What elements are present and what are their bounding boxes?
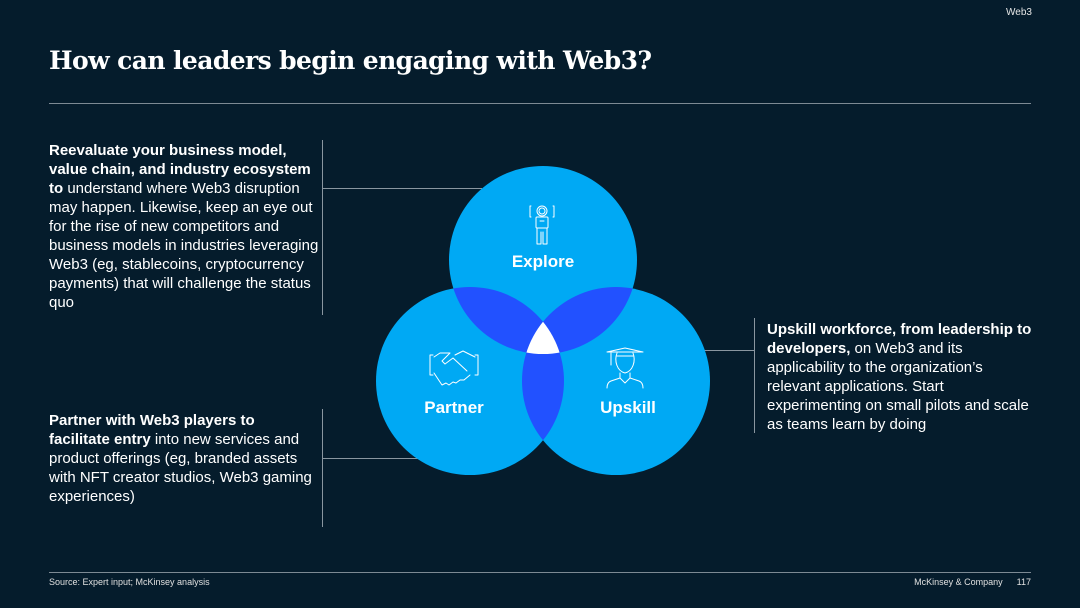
partner-description: Partner with Web3 players to facilitate … (49, 411, 317, 506)
section-tag: Web3 (1006, 7, 1032, 18)
graduate-icon (606, 347, 644, 389)
partner-connector-line (322, 458, 422, 459)
explore-description: Reevaluate your business model, value ch… (49, 141, 319, 312)
upskill-connector-line (700, 350, 754, 351)
explore-partner-overlap (449, 287, 564, 354)
upskill-description: Upskill workforce, from leadership to de… (767, 320, 1037, 434)
upskill-description-text: on Web3 and its applicability to the org… (767, 340, 1029, 433)
upskill-bracket-line (754, 318, 755, 433)
explore-connector-line (322, 188, 482, 189)
upskill-label: Upskill (600, 398, 656, 417)
footer-divider (49, 572, 1031, 573)
explore-upskill-overlap (522, 287, 637, 354)
explore-bracket-line (322, 140, 323, 315)
upskill-description-bold: Upskill workforce, from leadership to de… (767, 321, 1032, 357)
company-name: McKinsey & Company (914, 577, 1003, 587)
explore-label: Explore (512, 252, 574, 271)
page-number: 117 (1016, 577, 1031, 587)
explore-description-bold: Reevaluate your business model, value ch… (49, 142, 311, 197)
title-divider (49, 103, 1031, 104)
partner-description-bold: Partner with Web3 players to facilitate … (49, 412, 255, 448)
source-note: Source: Expert input; McKinsey analysis (49, 577, 210, 587)
footer-info: McKinsey & Company 117 (900, 577, 1031, 587)
partner-description-text: into new services and product offerings … (49, 431, 312, 505)
partner-bracket-line (322, 409, 323, 527)
handshake-icon (429, 350, 479, 386)
astronaut-icon (529, 205, 555, 245)
explore-description-text: understand where Web3 disruption may hap… (49, 180, 319, 311)
partner-label: Partner (424, 398, 484, 417)
page-title: How can leaders begin engaging with Web3… (49, 46, 652, 75)
